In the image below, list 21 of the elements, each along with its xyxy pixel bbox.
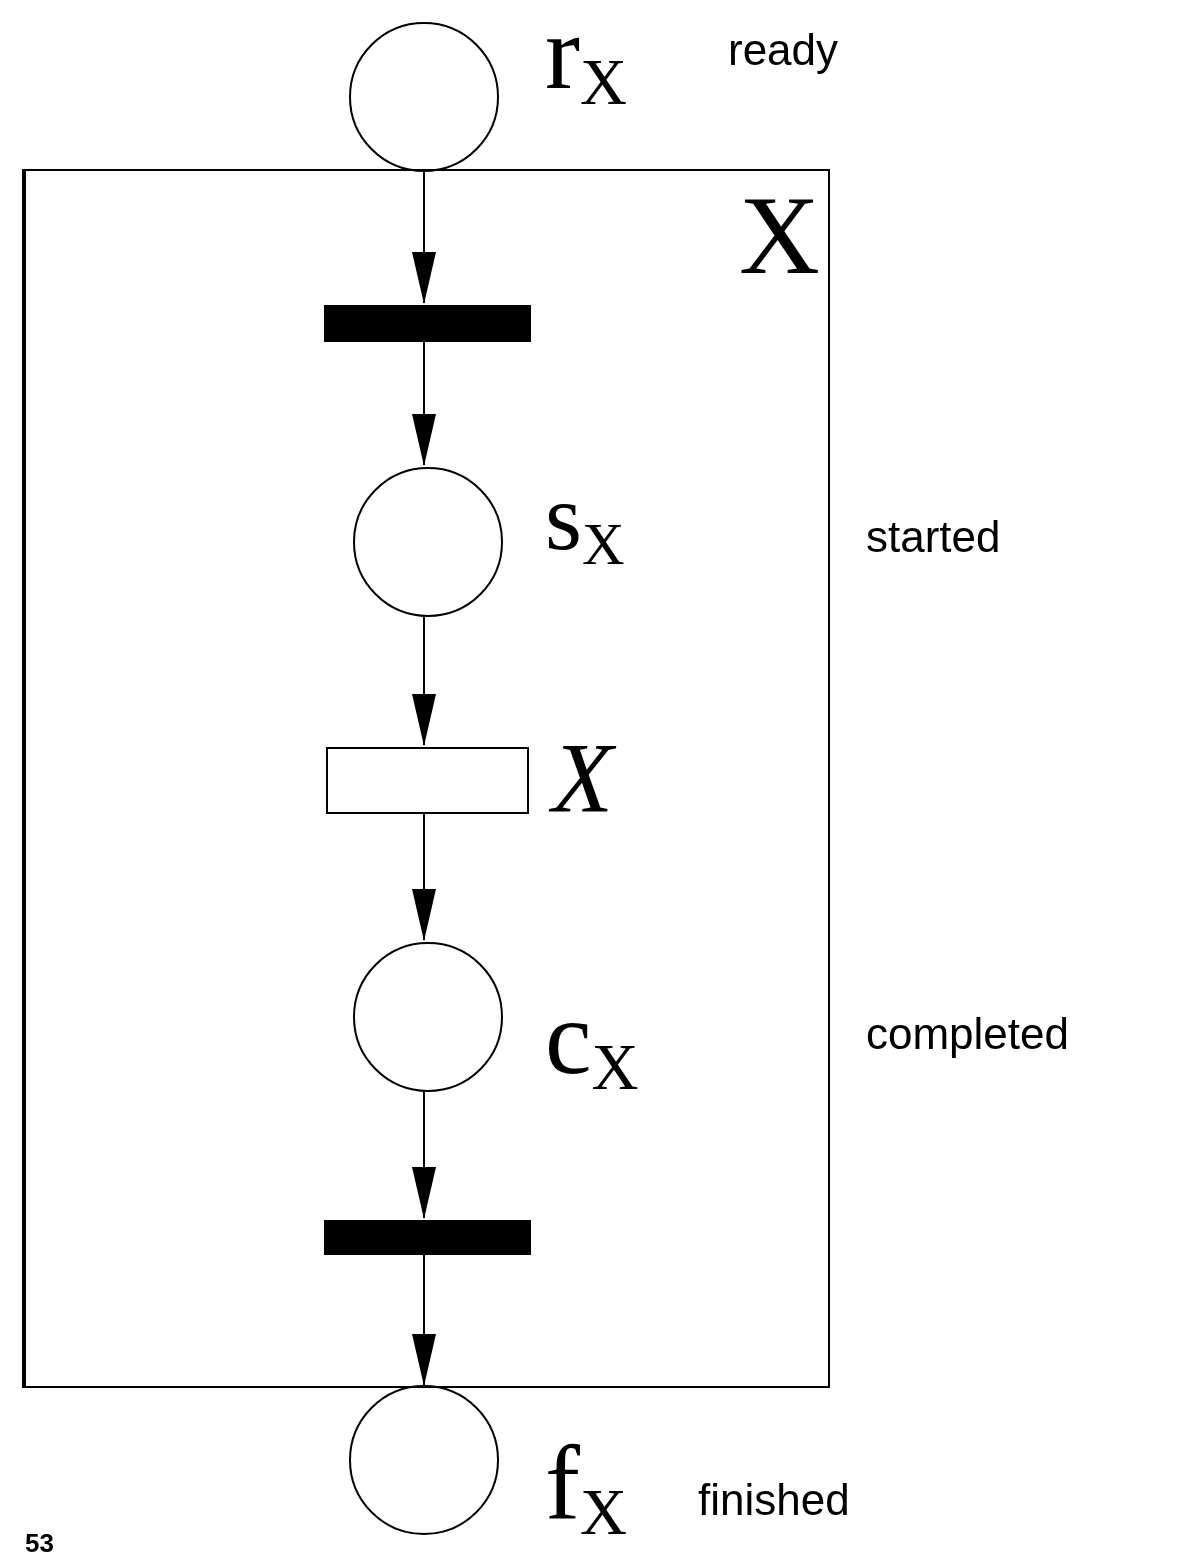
circle-place — [349, 22, 499, 172]
frame-title: X — [739, 179, 820, 291]
state-label: ready — [728, 28, 839, 72]
transition-bar — [324, 305, 531, 342]
place-label: s$_{X}$ — [545, 470, 625, 575]
state-label: completed — [866, 1012, 1069, 1056]
place-label: c$_{X}$ — [545, 985, 639, 1101]
place-label: f$_{X}$ — [545, 1430, 627, 1546]
circle-place — [353, 467, 503, 617]
page-number: 53 — [25, 1530, 54, 1556]
arrow — [412, 171, 436, 304]
state-label: finished — [698, 1478, 850, 1522]
state-label: started — [866, 515, 1001, 559]
transition-box — [326, 747, 529, 814]
circle-place — [353, 942, 503, 1092]
arrow — [412, 614, 436, 746]
arrow — [412, 1089, 436, 1219]
place-label: r$_{X}$ — [545, 0, 627, 116]
subprocess-frame — [22, 169, 830, 1388]
transition-bar — [324, 1220, 531, 1255]
circle-place — [349, 1385, 499, 1535]
